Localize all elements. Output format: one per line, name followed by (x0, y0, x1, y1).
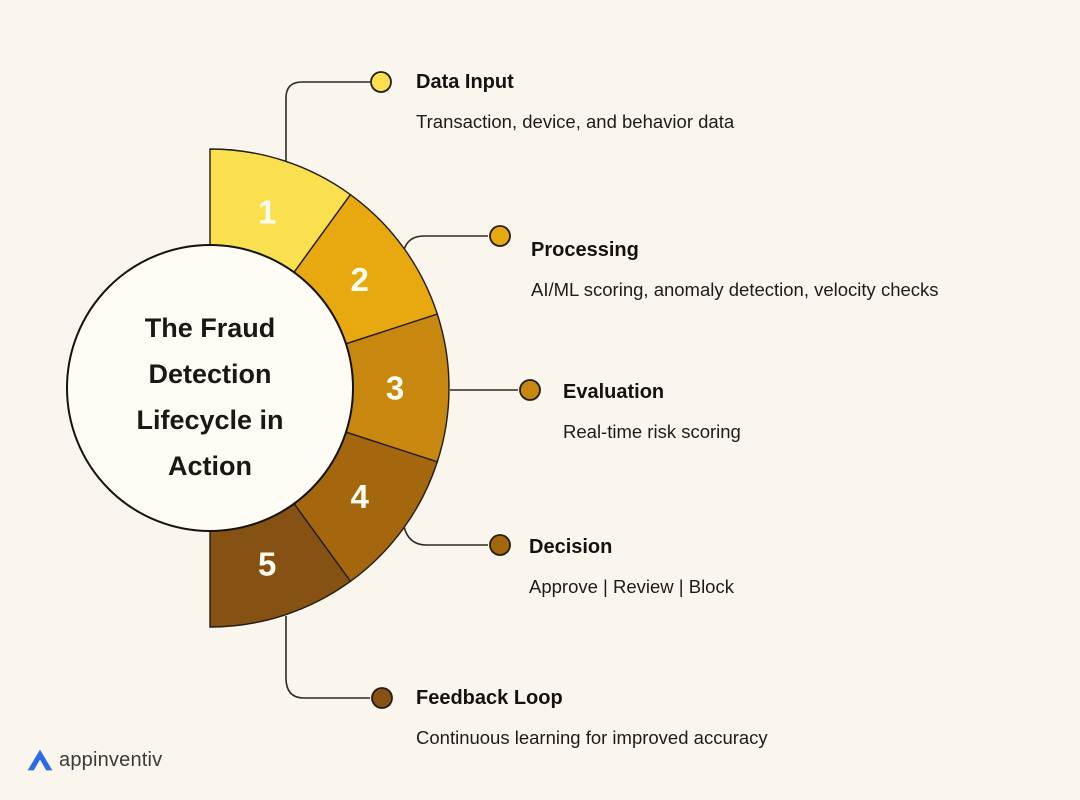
fan-segment-number-5: 5 (258, 545, 276, 582)
step-title: Evaluation (563, 381, 665, 403)
connector-line-2 (403, 235, 488, 251)
step-label-processing: Processing AI/ML scoring, anomaly detect… (531, 238, 939, 301)
step-title: Feedback Loop (416, 687, 563, 709)
step-label-feedback-loop: Feedback Loop Continuous learning for im… (416, 686, 768, 749)
connector-dot-3 (519, 379, 541, 401)
connector-dot-2 (489, 225, 511, 247)
step-description: Transaction, device, and behavior data (416, 111, 735, 132)
connector-line-4 (403, 526, 488, 546)
connector-line-1 (285, 81, 370, 162)
step-label-evaluation: Evaluation Real-time risk scoring (563, 380, 741, 443)
connector-dot-4 (489, 534, 511, 556)
step-title: Data Input (416, 71, 514, 93)
fan-segment-number-4: 4 (350, 478, 369, 515)
fan-segment-number-2: 2 (350, 261, 368, 298)
connector-line-5 (285, 616, 370, 699)
center-title: The Fraud Detection Lifecycle in Action (70, 247, 350, 531)
step-label-data-input: Data Input Transaction, device, and beha… (416, 70, 734, 133)
step-title: Processing (531, 239, 639, 261)
step-description: Continuous learning for improved accurac… (416, 727, 768, 748)
step-description: Approve | Review | Block (529, 576, 734, 597)
step-description: Real-time risk scoring (563, 421, 741, 442)
center-circle (66, 244, 354, 532)
center-title-line: Action (168, 451, 252, 481)
step-title: Decision (529, 536, 613, 558)
center-title-line: Lifecycle in (136, 405, 284, 435)
appinventiv-logo-icon (27, 749, 53, 771)
fan-segment-number-3: 3 (386, 370, 404, 407)
appinventiv-logo: appinventiv (27, 748, 162, 772)
step-description: AI/ML scoring, anomaly detection, veloci… (531, 279, 939, 300)
fan-segment-number-1: 1 (258, 194, 276, 231)
step-label-decision: Decision Approve | Review | Block (529, 535, 734, 598)
center-title-line: The Fraud (144, 313, 276, 343)
connector-dot-1 (370, 71, 392, 93)
center-title-line: Detection (148, 359, 272, 389)
connector-dot-5 (371, 687, 393, 709)
appinventiv-logo-text: appinventiv (59, 748, 163, 771)
